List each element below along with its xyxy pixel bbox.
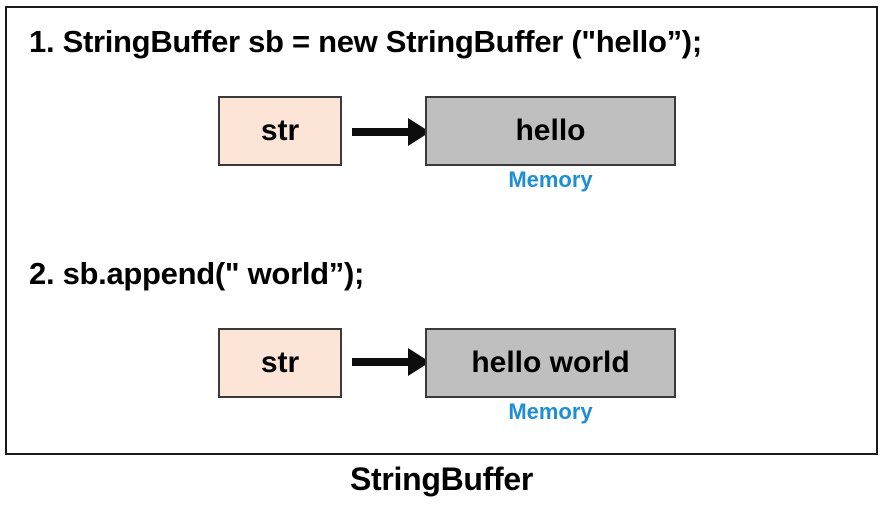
variable-label-1: str xyxy=(260,114,300,147)
arrow-head xyxy=(408,118,430,146)
memory-box-1: hello xyxy=(425,96,676,166)
arrow-shaft xyxy=(352,128,410,136)
variable-box-str-1: str xyxy=(218,96,342,166)
code-line-2: 2. sb.append(" world”); xyxy=(29,256,365,291)
diagram-frame: 1. StringBuffer sb = new StringBuffer ("… xyxy=(5,6,878,455)
pointer-arrow-1-icon xyxy=(352,117,430,147)
code-line-1: 1. StringBuffer sb = new StringBuffer ("… xyxy=(29,24,702,59)
memory-caption-1: Memory xyxy=(508,167,593,192)
variable-box-str-2: str xyxy=(218,328,342,398)
memory-caption-2: Memory xyxy=(508,399,593,424)
pointer-arrow-2-icon xyxy=(352,347,430,377)
arrow-shaft xyxy=(352,358,410,366)
memory-box-2: hello world xyxy=(425,328,676,398)
arrow-head xyxy=(408,348,430,376)
memory-value-2: hello world xyxy=(471,346,630,379)
diagram-title: StringBuffer xyxy=(349,461,534,497)
memory-value-1: hello xyxy=(515,114,586,147)
variable-label-2: str xyxy=(260,346,300,379)
